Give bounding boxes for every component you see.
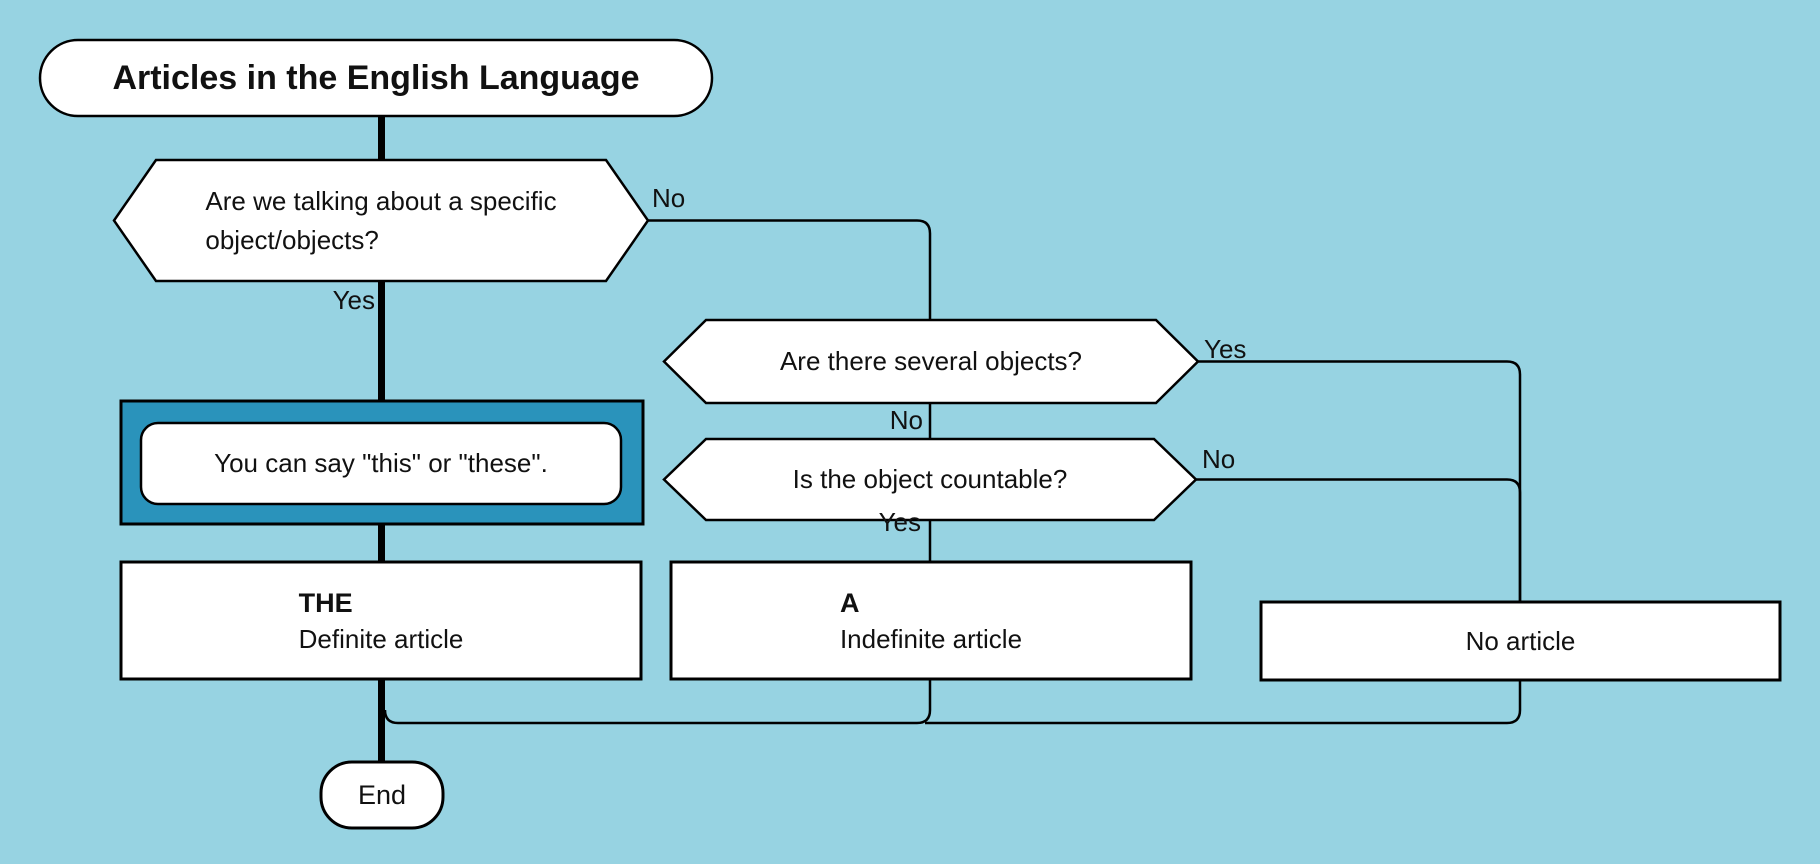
q-specific-text: Are we talking about a specific object/o… <box>205 185 557 255</box>
node-end-shape <box>319 760 445 830</box>
no-article-text: No article <box>1465 625 1576 656</box>
node-title: Articles in the English Language <box>40 40 712 116</box>
node-q-countable: Is the object countable? <box>664 439 1196 520</box>
note-this-these-text: You can say "this" or "these". <box>214 448 548 478</box>
edge-label-q-several-no: No <box>889 405 923 435</box>
edge-label-q-specific-yes: Yes <box>332 285 375 315</box>
node-the-shape <box>119 560 643 681</box>
a-sublabel: Indefinite article <box>839 623 1023 654</box>
node-q-specific: Are we talking about a specific object/o… <box>114 160 648 281</box>
node-a: A Indefinite article <box>671 562 1191 679</box>
node-q-countable-shape <box>662 437 1198 522</box>
edge-label-q-several-yes: Yes <box>1204 334 1247 364</box>
title-text: Articles in the English Language <box>112 58 640 97</box>
node-note-this-these: You can say "this" or "these". <box>141 423 621 504</box>
the-sublabel: Definite article <box>298 623 464 654</box>
edge-label-q-countable-no: No <box>1202 444 1236 474</box>
node-q-several-shape <box>662 318 1200 405</box>
node-title-shape <box>38 38 714 118</box>
node-end: End <box>321 762 443 828</box>
edge-countable-no <box>1196 478 1522 602</box>
q-countable-text: Is the object countable? <box>792 464 1068 494</box>
the-label: THE <box>298 587 353 618</box>
node-no-article: No article <box>1261 602 1780 680</box>
node-q-specific-shape <box>112 158 650 283</box>
end-text: End <box>357 779 407 810</box>
node-the: THE Definite article <box>121 562 641 679</box>
node-q-several: Are there several objects? <box>664 320 1198 403</box>
edge-label-q-countable-yes: Yes <box>878 507 921 537</box>
edge-label-q-specific-no: No <box>652 183 686 213</box>
bottom-margin-strip <box>0 864 1820 868</box>
node-note-shape <box>139 421 623 506</box>
node-a-shape <box>669 560 1193 681</box>
node-no-article-shape <box>1259 600 1782 682</box>
edge-specific-no <box>648 219 932 330</box>
q-several-text: Are there several objects? <box>779 346 1083 376</box>
a-label: A <box>839 587 860 618</box>
edge-spine-to-end <box>383 325 932 725</box>
